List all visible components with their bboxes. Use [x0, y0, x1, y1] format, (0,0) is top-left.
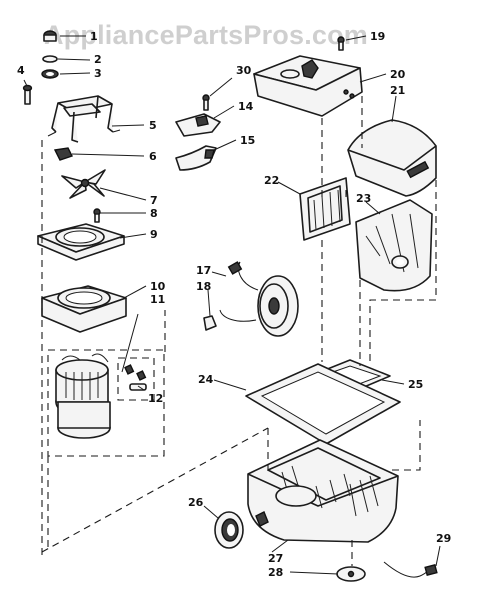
callout-10: 10	[150, 280, 166, 293]
part-6-clip[interactable]	[53, 147, 73, 161]
part-20-top-cover[interactable]	[253, 55, 363, 117]
part-28-foot[interactable]	[336, 566, 366, 582]
callout-19: 19	[370, 30, 385, 43]
callout-7: 7	[150, 194, 158, 207]
callout-25: 25	[408, 378, 423, 391]
guide-lid	[369, 180, 437, 362]
part-18-plug[interactable]	[203, 315, 217, 331]
part-22-filter[interactable]	[299, 177, 351, 241]
guide-diagonal	[41, 427, 269, 553]
callout-26: 26	[188, 496, 204, 509]
callout-1: 1	[90, 30, 98, 43]
motor-group-box	[47, 349, 165, 457]
part-23-dust-bag[interactable]	[355, 199, 433, 292]
part-9-gasket[interactable]	[37, 223, 125, 261]
part-2-washer[interactable]	[42, 55, 58, 63]
part-1-cap[interactable]	[43, 30, 57, 42]
part-29-cord[interactable]	[383, 561, 438, 578]
callout-3: 3	[94, 67, 102, 80]
part-5-bracket[interactable]	[47, 95, 121, 143]
part-7-fan[interactable]	[61, 169, 106, 199]
guide-left	[41, 140, 49, 560]
callout-20: 20	[390, 68, 406, 81]
callout-28: 28	[268, 566, 283, 579]
part-19-screw[interactable]	[337, 36, 345, 51]
callout-22: 22	[264, 174, 279, 187]
part-30-screw[interactable]	[202, 94, 210, 111]
part-14-latch[interactable]	[175, 113, 221, 137]
callout-15: 15	[240, 134, 255, 147]
guide-right	[392, 420, 421, 471]
callout-29: 29	[436, 532, 451, 545]
part-27-base[interactable]	[247, 439, 399, 543]
callout-21: 21	[390, 84, 405, 97]
callout-2: 2	[94, 53, 102, 66]
callout-5: 5	[149, 119, 157, 132]
callout-9: 9	[150, 228, 158, 241]
part-26-wheel[interactable]	[214, 511, 244, 549]
callout-17: 17	[196, 264, 211, 277]
callout-6: 6	[149, 150, 157, 163]
callout-labels: 1 2 3 4 5 6 7 8 9 10 11 12 14 15 17 18 1…	[17, 30, 451, 579]
part-8-screw[interactable]	[93, 208, 101, 223]
callout-18: 18	[196, 280, 211, 293]
part-10-11-seal[interactable]	[41, 285, 127, 333]
watermark: AppliancePartsPros.com	[44, 20, 368, 50]
guide-bag	[345, 190, 361, 366]
callout-23: 23	[356, 192, 371, 205]
callout-4: 4	[17, 64, 25, 77]
part-24-gasket-tray[interactable]	[245, 363, 401, 445]
part-15-latch-spring[interactable]	[175, 145, 217, 171]
callout-27: 27	[268, 552, 283, 565]
callout-30: 30	[236, 64, 252, 77]
callout-14: 14	[238, 100, 254, 113]
callout-12: 12	[148, 392, 163, 405]
part-3-ring[interactable]	[41, 69, 59, 79]
part-21-lid[interactable]	[347, 119, 437, 197]
part-17-cord-reel[interactable]	[219, 261, 299, 337]
callout-11: 11	[150, 293, 165, 306]
part-4-screw[interactable]	[22, 84, 33, 105]
callout-24: 24	[198, 373, 214, 386]
leader-lines	[23, 35, 441, 575]
motor-assembly[interactable]	[55, 353, 111, 439]
callout-8: 8	[150, 207, 158, 220]
